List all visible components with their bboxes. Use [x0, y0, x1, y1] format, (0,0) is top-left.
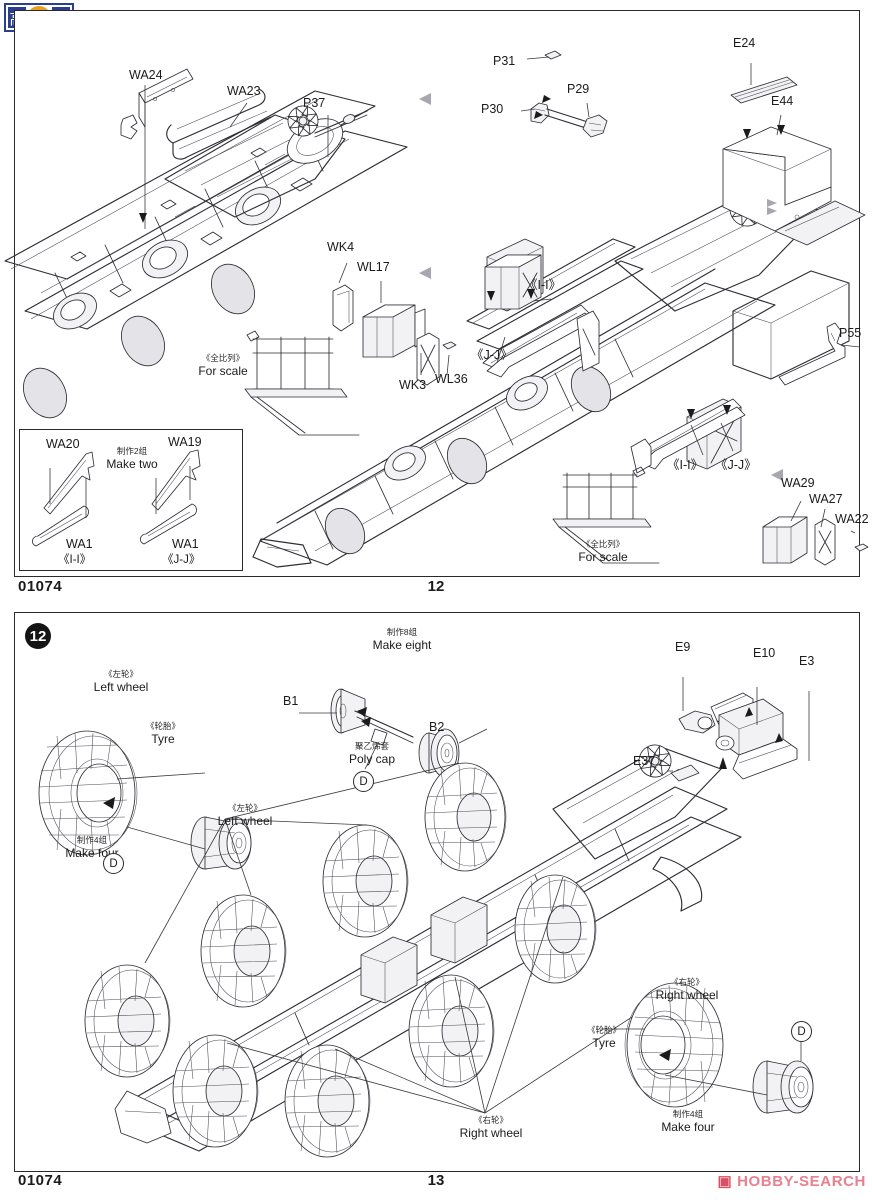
tyre-label-bottom: 《轮胎》 Tyre [575, 1025, 633, 1051]
page-number-12: 12 [427, 578, 445, 595]
inset-bracket-diagram [31, 449, 201, 547]
section-label-ii-upper: 《I-I》 [525, 278, 562, 292]
step-number-badge: 12 [25, 623, 51, 649]
chassis-right-wheel-cn: 《右轮》 [473, 1115, 508, 1125]
make-four-en-bottom: Make four [661, 1119, 715, 1134]
poly-cap-cn: 聚乙烯套 [354, 741, 389, 751]
hobby-search-icon: ▣ [717, 1173, 733, 1190]
part-label-wa24: WA24 [129, 68, 163, 82]
for-scale-en-right: For scale [578, 549, 628, 564]
hobby-search-text: HOBBY-SEARCH [737, 1173, 866, 1190]
part-label-wa29: WA29 [781, 476, 815, 490]
instruction-panel-page-12: WA24 WA23 P37 P31 P30 P29 E24 E44 WK4 WL… [4, 10, 869, 577]
part-label-wl36: WL36 [435, 372, 468, 386]
poly-cap-en: Poly cap [348, 751, 396, 766]
tyre-en-top: Tyre [151, 731, 175, 746]
tyre-label-top: 《轮胎》 Tyre [133, 721, 193, 747]
part-label-p29: P29 [567, 82, 590, 96]
for-scale-cn-left: 《全比列》 [201, 353, 245, 363]
inset-make-two-note: 制作2组 Make two [102, 446, 162, 472]
for-scale-note-right: 《全比列》 For scale [563, 539, 643, 565]
paint-callout-d-bottom: D [791, 1021, 812, 1042]
paint-callout-d-top: D [103, 853, 124, 874]
chassis-exploded-diagram-page12 [4, 50, 869, 568]
part-label-e10: E10 [753, 646, 776, 660]
poly-cap-note: 聚乙烯套 Poly cap [337, 741, 407, 767]
section-label-ii-lower: 《I-I》 [667, 458, 704, 472]
part-label-p30: P30 [481, 102, 504, 116]
chassis-right-wheel-en: Right wheel [459, 1125, 523, 1140]
left-wheel-en-top: Left wheel [93, 679, 149, 694]
part-label-b2: B2 [429, 720, 445, 734]
paint-callout-d-hub: D [353, 771, 374, 792]
part-label-wl17: WL17 [357, 260, 390, 274]
part-label-wk4: WK4 [327, 240, 355, 254]
for-scale-en-left: For scale [198, 363, 248, 378]
inset-section-label-jj: 《J-J》 [162, 554, 201, 566]
make-four-cn-top: 制作4组 [76, 835, 108, 845]
part-label-b1: B1 [283, 694, 299, 708]
inset-section-label-ii: 《I-I》 [58, 554, 92, 566]
make-four-cn-bottom: 制作4组 [672, 1109, 704, 1119]
chassis-left-wheel-en: Left wheel [217, 813, 273, 828]
right-wheel-cn-bottom: 《右轮》 [669, 977, 704, 987]
tyre-cn-top: 《轮胎》 [145, 721, 180, 731]
part-label-p31: P31 [493, 54, 516, 68]
part-label-p55: P55 [839, 326, 862, 340]
tyre-cn-bottom: 《轮胎》 [586, 1025, 621, 1035]
right-wheel-title-bottom: 《右轮》 Right wheel [647, 977, 727, 1003]
page-footer-13: 01074 13 [14, 1172, 858, 1198]
tyre-en-bottom: Tyre [592, 1035, 616, 1050]
for-scale-note-left: 《全比列》 For scale [183, 353, 263, 379]
inset-part-label-wa20: WA20 [46, 437, 80, 451]
make-four-note-bottom: 制作4组 Make four [653, 1109, 723, 1135]
left-wheel-cn-top: 《左轮》 [103, 669, 138, 679]
part-label-e24: E24 [733, 36, 756, 50]
part-label-e9: E9 [675, 640, 691, 654]
make-eight-note: 制作8组 Make eight [367, 627, 437, 653]
chassis-left-wheel-callout: 《左轮》 Left wheel [207, 803, 283, 829]
make-eight-cn: 制作8组 [386, 627, 418, 637]
part-label-e37: E37 [633, 754, 656, 768]
left-wheel-title-top: 《左轮》 Left wheel [81, 669, 161, 695]
instruction-panel-page-13: 12 [14, 612, 860, 1172]
chassis-right-wheel-callout: 《右轮》 Right wheel [453, 1115, 529, 1141]
page-footer-12: 01074 12 [14, 578, 858, 604]
subassembly-inset-box: WA20 WA1 《I-I》 WA19 WA1 《J-J》 制作2组 Make … [19, 429, 243, 571]
part-label-p37: P37 [303, 96, 326, 110]
make-two-en: Make two [106, 456, 158, 471]
inset-part-label-wa1-left: WA1 [66, 537, 93, 551]
for-scale-cn-right: 《全比列》 [581, 539, 625, 549]
inset-part-label-wa19: WA19 [168, 435, 202, 449]
part-label-e3: E3 [799, 654, 815, 668]
hobby-search-watermark: ▣ HOBBY-SEARCH [718, 1172, 866, 1190]
kit-number-13: 01074 [18, 1172, 63, 1189]
kit-number-12: 01074 [18, 578, 63, 595]
section-label-jj-upper: 《J-J》 [471, 348, 513, 362]
make-two-cn: 制作2组 [116, 446, 148, 456]
part-label-wa23: WA23 [227, 84, 261, 98]
make-eight-en: Make eight [372, 637, 432, 652]
right-wheel-en-bottom: Right wheel [655, 987, 719, 1002]
part-label-wa27: WA27 [809, 492, 843, 506]
inset-part-label-wa1-right: WA1 [172, 537, 199, 551]
part-label-e44: E44 [771, 94, 794, 108]
section-label-jj-lower: 《J-J》 [715, 458, 757, 472]
chassis-left-wheel-cn: 《左轮》 [227, 803, 262, 813]
part-label-wa22: WA22 [835, 512, 869, 526]
wheels-exploded-diagram-page13 [38, 677, 814, 1158]
part-label-wk3: WK3 [399, 378, 427, 392]
page-number-13: 13 [427, 1172, 445, 1189]
